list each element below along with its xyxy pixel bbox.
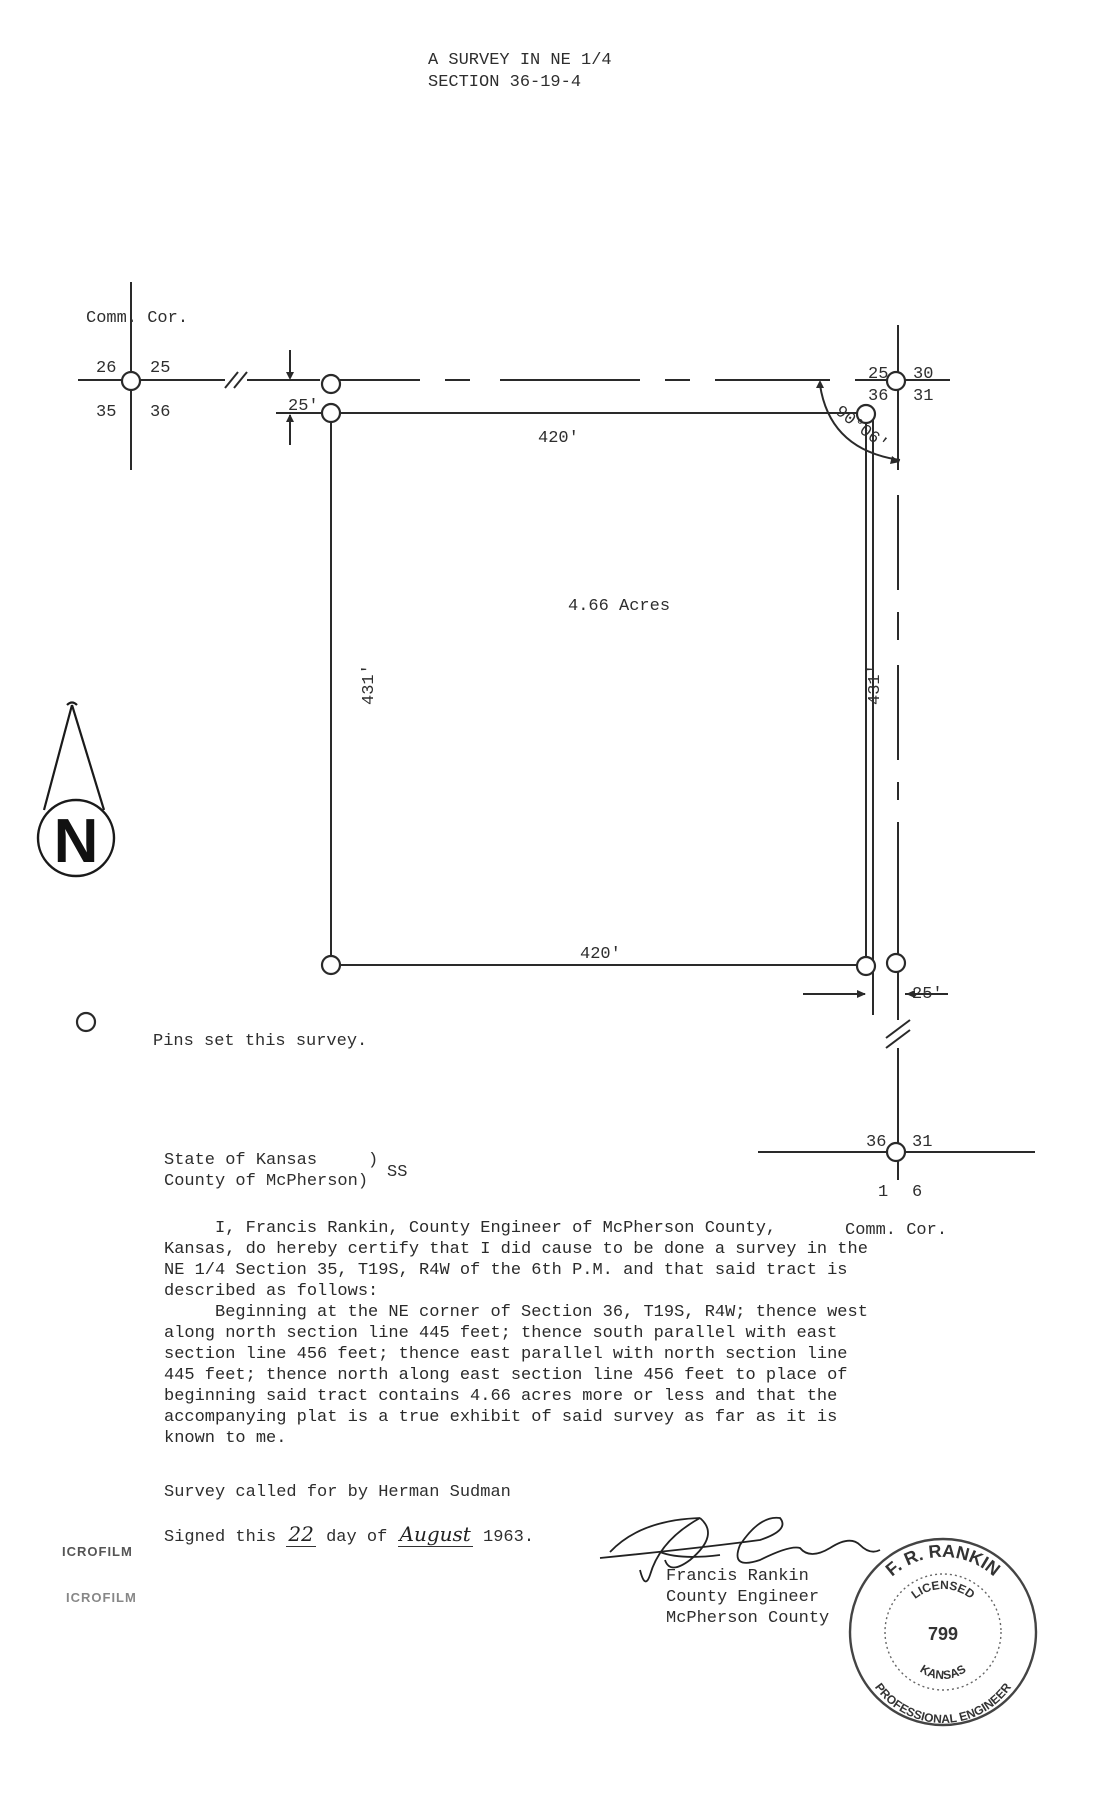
- pin: [885, 952, 907, 974]
- seal-number: 799: [928, 1624, 958, 1644]
- cert-line: known to me.: [164, 1429, 287, 1448]
- left-corner-nw: 26: [96, 359, 116, 378]
- right-length-label: 431': [866, 664, 885, 705]
- left-corner-ne: 25: [150, 359, 170, 378]
- signed-month: August: [397, 1522, 473, 1547]
- svg-text:KANSAS: KANSAS: [918, 1662, 969, 1682]
- pin: [855, 955, 877, 977]
- signed-year: 1963.: [483, 1528, 535, 1547]
- cert-line: Beginning at the NE corner of Section 36…: [164, 1303, 868, 1322]
- seal-profession: PROFESSIONAL ENGINEER: [872, 1680, 1014, 1726]
- bottom-corner-se: 6: [912, 1183, 922, 1202]
- microfilm-stamp: ICROFILM: [66, 1590, 137, 1605]
- ne-corner-se: 31: [913, 387, 933, 406]
- pin: [855, 403, 877, 425]
- legend-text: Pins set this survey.: [153, 1032, 367, 1051]
- ne-corner-ne: 30: [913, 365, 933, 384]
- county-line: County of McPherson): [164, 1172, 369, 1191]
- microfilm-stamp: ICROFILM: [62, 1544, 133, 1559]
- tract-boundary: [330, 412, 867, 966]
- called-for-line: Survey called for by Herman Sudman: [164, 1483, 511, 1502]
- angle-arc: [819, 384, 901, 461]
- left-corner-pin: [120, 370, 142, 392]
- svg-text:LICENSED: LICENSED: [909, 1578, 978, 1602]
- signed-prefix: Signed this: [164, 1528, 277, 1547]
- pin: [320, 373, 342, 395]
- ne-corner-nw: 25: [868, 365, 888, 384]
- signer-title: County Engineer: [666, 1588, 820, 1607]
- area-label: 4.66 Acres: [568, 597, 670, 616]
- legend-pin-symbol: [75, 1011, 97, 1033]
- bottom-corner-sw: 1: [878, 1183, 888, 1202]
- survey-section: SECTION 36-19-4: [428, 73, 582, 92]
- top-length-label: 420': [538, 429, 579, 448]
- ne-corner-sw: 36: [868, 387, 888, 406]
- cert-line: along north section line 445 feet; thenc…: [164, 1324, 838, 1343]
- bottom-corner-pin: [885, 1141, 907, 1163]
- bottom-corner-label: Comm. Cor.: [845, 1221, 947, 1240]
- survey-title: A SURVEY IN NE 1/4: [428, 51, 612, 70]
- signer-name: Francis Rankin: [666, 1567, 809, 1586]
- certification-text: I, Francis Rankin, County Engineer of Mc…: [164, 1218, 904, 1449]
- ss-label: SS: [387, 1163, 408, 1182]
- cert-line: Kansas, do hereby certify that I did cau…: [164, 1240, 868, 1259]
- left-corner-se: 36: [150, 403, 170, 422]
- seal-name: F. R. RANKIN: [882, 1541, 1004, 1580]
- engineer-seal: F. R. RANKIN PROFESSIONAL ENGINEER LICEN…: [848, 1537, 1038, 1727]
- north-offset-label: 25': [288, 397, 319, 416]
- cert-line: described as follows:: [164, 1282, 379, 1301]
- signer-county: McPherson County: [666, 1609, 830, 1628]
- seal-licensed: LICENSED: [909, 1578, 978, 1602]
- ne-corner-pin: [885, 370, 907, 392]
- signed-day: 22: [286, 1522, 316, 1547]
- north-arrow: [36, 701, 116, 878]
- pin: [320, 402, 342, 424]
- signed-line: Signed this 22 day of August 1963.: [164, 1522, 535, 1548]
- left-length-label: 431': [360, 664, 379, 705]
- state-line: State of Kansas ): [164, 1151, 379, 1170]
- left-corner-label: Comm. Cor.: [86, 309, 188, 328]
- pin: [320, 954, 342, 976]
- cert-line: I, Francis Rankin, County Engineer of Mc…: [164, 1219, 777, 1238]
- handwritten-signature: [599, 1516, 881, 1583]
- svg-text:F. R. RANKIN: F. R. RANKIN: [882, 1541, 1004, 1580]
- cert-line: section line 456 feet; thence east paral…: [164, 1345, 848, 1364]
- cert-line: NE 1/4 Section 35, T19S, R4W of the 6th …: [164, 1261, 848, 1280]
- signed-mid: day of: [326, 1528, 388, 1547]
- cert-line: beginning said tract contains 4.66 acres…: [164, 1387, 838, 1406]
- cert-line: 445 feet; thence north along east sectio…: [164, 1366, 848, 1385]
- bottom-corner-nw: 36: [866, 1133, 886, 1152]
- east-offset-label: 25': [912, 985, 943, 1004]
- bottom-length-label: 420': [580, 945, 621, 964]
- cert-line: accompanying plat is a true exhibit of s…: [164, 1408, 838, 1427]
- seal-state: KANSAS: [918, 1662, 969, 1682]
- north-arrow-letter: N: [54, 807, 99, 876]
- bottom-corner-ne: 31: [912, 1133, 932, 1152]
- left-corner-sw: 35: [96, 403, 116, 422]
- svg-text:PROFESSIONAL ENGINEER: PROFESSIONAL ENGINEER: [872, 1680, 1014, 1726]
